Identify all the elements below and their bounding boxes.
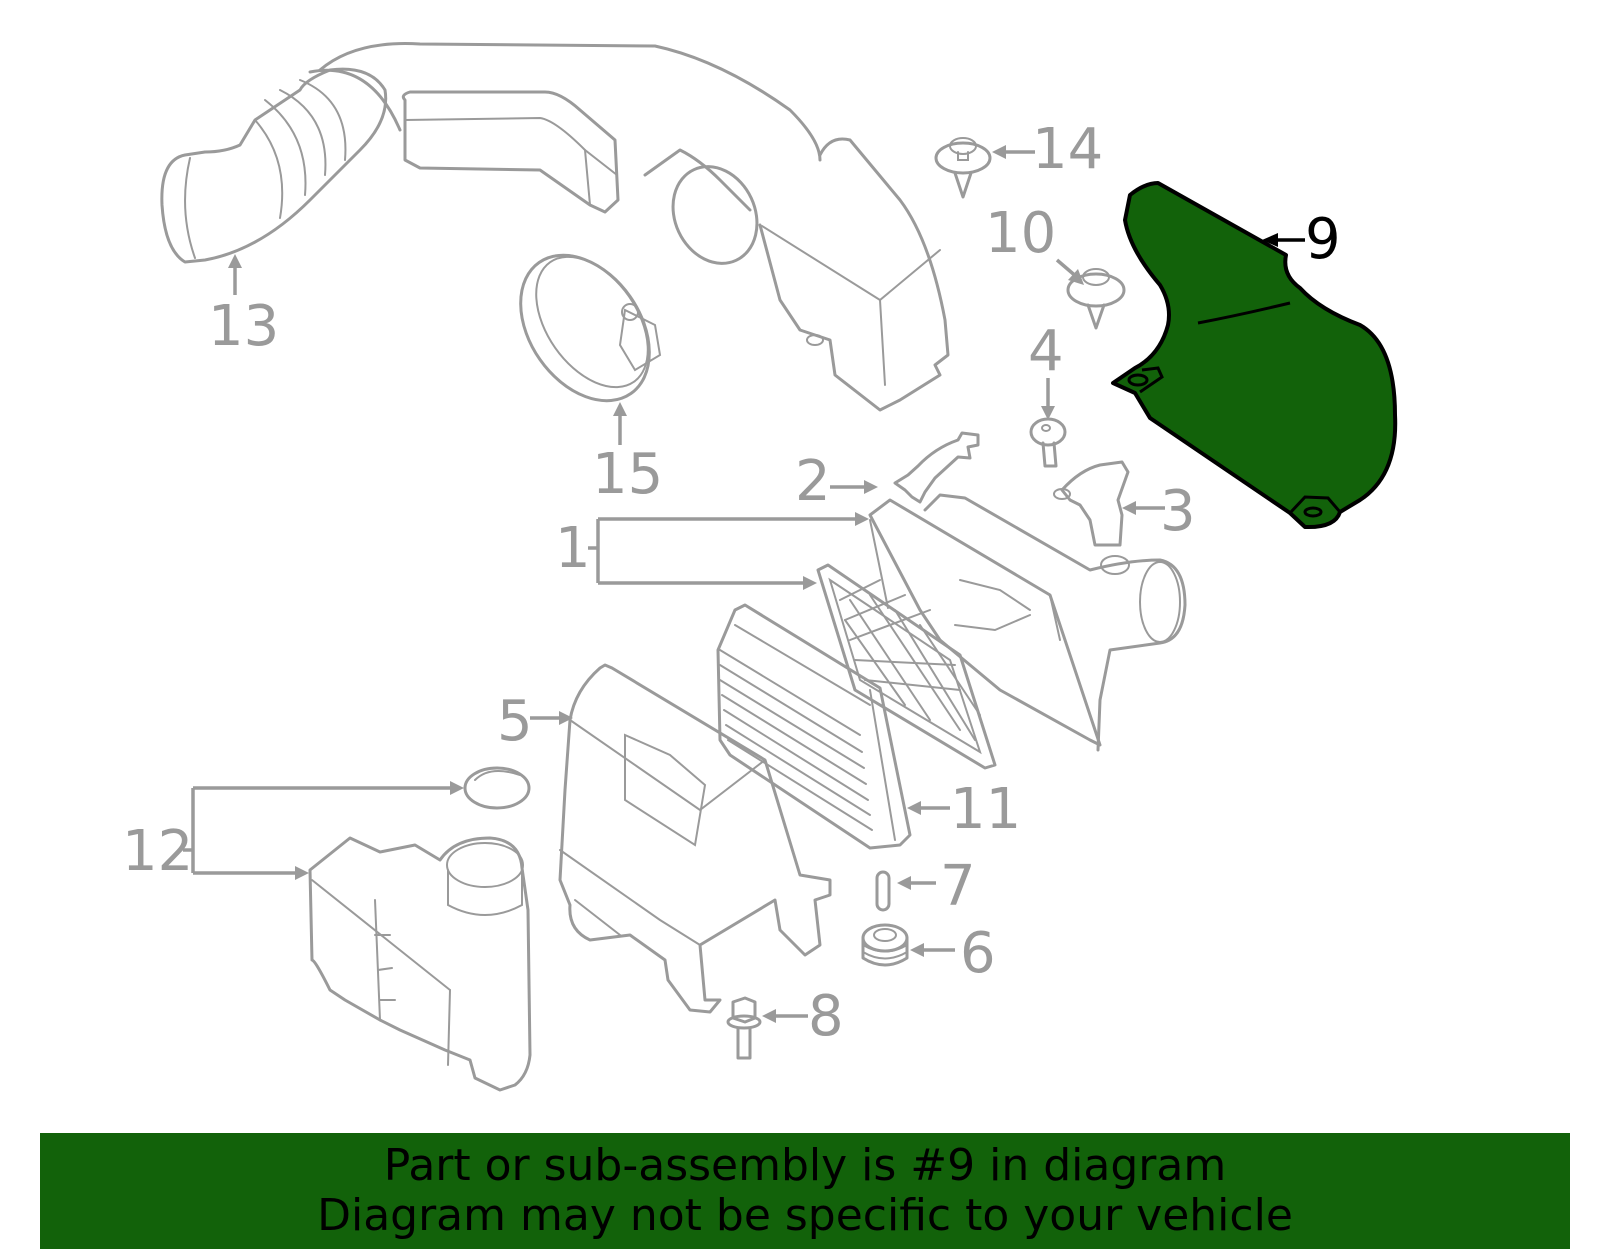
svg-text:11: 11 <box>950 777 1021 842</box>
part-12-resonator[interactable] <box>308 836 532 1092</box>
svg-text:1: 1 <box>555 516 591 581</box>
callout-6: 6 <box>910 921 996 986</box>
part-13-intake-duct[interactable] <box>160 42 950 412</box>
svg-text:8: 8 <box>808 984 844 1049</box>
callout-13: 13 <box>208 254 279 359</box>
part-9-cover-highlighted[interactable] <box>1111 181 1398 530</box>
svg-text:7: 7 <box>940 854 976 919</box>
svg-text:6: 6 <box>960 921 996 986</box>
svg-text:12: 12 <box>122 819 193 884</box>
part-5-lower-case[interactable] <box>558 663 832 1014</box>
part-14-screw[interactable] <box>934 137 992 199</box>
svg-text:13: 13 <box>208 294 279 359</box>
part-15-hose-clamp[interactable] <box>494 231 676 425</box>
part-10-screw[interactable] <box>1066 268 1126 330</box>
part-7-pin[interactable] <box>875 870 891 912</box>
info-banner: Part or sub-assembly is #9 in diagram Di… <box>40 1133 1570 1249</box>
callout-9: 9 <box>1262 207 1341 272</box>
callout-11: 11 <box>907 777 1021 842</box>
svg-text:15: 15 <box>592 442 663 507</box>
banner-line-part: Part or sub-assembly is #9 in diagram <box>383 1140 1227 1191</box>
svg-text:3: 3 <box>1160 479 1196 544</box>
part-1-upper-housing[interactable] <box>868 493 1187 752</box>
callout-2: 2 <box>795 449 878 514</box>
part-2-bracket[interactable] <box>893 431 980 504</box>
svg-text:4: 4 <box>1028 319 1064 384</box>
callout-10: 10 <box>985 201 1084 285</box>
part-12-clamp[interactable] <box>463 766 531 810</box>
part-6-grommet[interactable] <box>861 923 909 967</box>
callout-5: 5 <box>497 689 573 754</box>
callout-12: 12 <box>122 781 464 884</box>
callout-1: 1 <box>555 512 869 590</box>
svg-text:9: 9 <box>1305 207 1341 272</box>
svg-text:14: 14 <box>1032 117 1103 182</box>
part-1-filter-frame[interactable] <box>816 563 997 770</box>
svg-text:2: 2 <box>795 449 831 514</box>
filter-frame-mesh <box>839 579 981 741</box>
part-3-clip[interactable] <box>1053 460 1130 547</box>
filter-pleats <box>719 624 873 831</box>
part-8-bolt[interactable] <box>726 996 762 1060</box>
svg-text:5: 5 <box>497 689 533 754</box>
callout-3: 3 <box>1122 479 1196 544</box>
callout-7: 7 <box>897 854 976 919</box>
banner-line-disclaimer: Diagram may not be specific to your vehi… <box>317 1190 1293 1241</box>
callout-15: 15 <box>592 402 663 507</box>
callout-8: 8 <box>762 984 844 1049</box>
svg-text:10: 10 <box>985 201 1056 266</box>
callout-14: 14 <box>992 117 1103 182</box>
part-11-air-filter[interactable] <box>716 603 912 850</box>
part-4-bolt[interactable] <box>1029 417 1067 468</box>
callout-4: 4 <box>1028 319 1064 420</box>
